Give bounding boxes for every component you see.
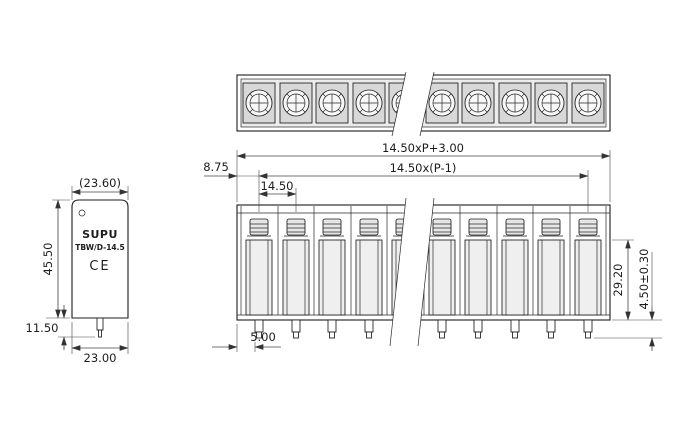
top-break-lines [391,71,435,137]
dim-overall-width-text: 14.50xP+3.00 [382,141,464,155]
top-view [236,71,611,137]
terminal-screw-top [534,82,568,124]
dim-side-pin-section-text: 11.50 [26,321,59,335]
solder-pin [437,319,447,339]
mount-hole [78,209,86,217]
terminal-screw-top [461,82,495,124]
dim-pitch-text: 14.50 [261,179,294,193]
dim-edge-to-first-pole: 8.75 [203,160,259,179]
side-view: SUPU TBW/D-14.5 CE (23.60) 45.50 11.50 [26,176,129,365]
terminal-front [532,205,565,316]
dim-side-depth-text: 23.00 [84,351,117,365]
front-view [236,197,611,347]
terminal-front [240,205,273,316]
solder-pin [510,319,520,339]
terminal-front [350,205,383,316]
dim-side-depth-ref: (23.60) [71,176,129,200]
terminal-front [277,205,310,316]
solder-pin [546,319,556,339]
side-pin [96,317,104,338]
solder-pin [583,319,593,339]
dim-body-height-text: 29.20 [611,264,625,297]
dim-pin-offset: 5.00 [212,324,281,352]
solder-pin [327,319,337,339]
terminal-screw-top [352,82,386,124]
dim-pole-span-text: 14.50x(P-1) [390,161,457,175]
front-dimensions: 14.50xP+3.00 14.50x(P-1) 8.75 14.50 29.2… [203,141,662,352]
brand-label: SUPU [82,228,118,241]
terminal-screw-top [315,82,349,124]
dim-body-height: 29.20 [611,239,662,321]
dim-side-depth-ref-text: (23.60) [79,176,121,190]
model-label: TBW/D-14.5 [75,243,124,252]
dim-overall-width: 14.50xP+3.00 [236,141,611,202]
ce-mark: CE [89,259,110,274]
dim-pitch: 14.50 [258,179,297,212]
dim-side-pin-section: 11.50 [26,305,95,350]
dim-pin-offset-text: 5.00 [250,330,276,344]
terminal-front [569,205,602,316]
terminal-screw-top [425,82,459,124]
terminal-front [313,205,346,316]
terminal-screw-top [571,82,605,124]
dim-edge-to-first-pole-text: 8.75 [203,160,229,174]
side-body [71,199,129,319]
dim-side-depth: 23.00 [71,322,129,365]
terminal-screw-top [498,82,532,124]
dim-pin-length-text: 4.50±0.30 [637,249,651,310]
solder-pin [364,319,374,339]
terminal-screw-top [242,82,276,124]
dim-side-height-text: 45.50 [41,243,55,276]
solder-pin [473,319,483,339]
dim-pole-span: 14.50x(P-1) [258,161,589,212]
dim-side-height: 45.50 [41,199,70,319]
solder-pin [291,319,301,339]
front-break-lines [389,197,435,347]
terminal-screw-top [279,82,313,124]
dim-pin-length: 4.50±0.30 [594,249,662,351]
terminal-front [459,205,492,316]
terminal-front [496,205,529,316]
